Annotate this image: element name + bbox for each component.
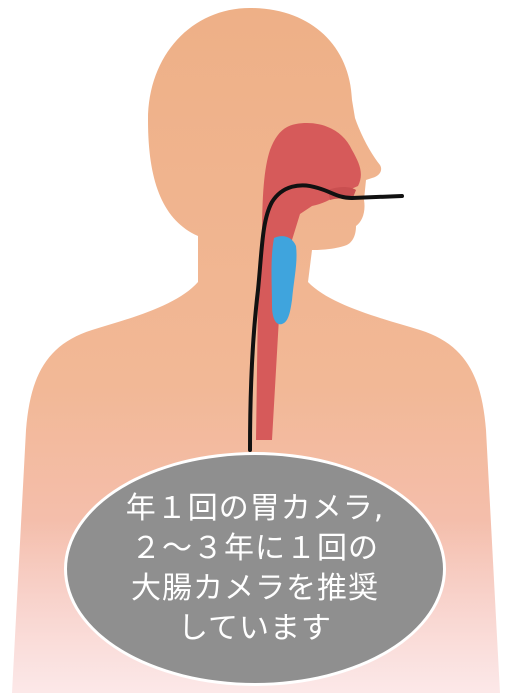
caption-bubble: 年１回の胃カメラ, ２～３年に１回の 大腸カメラを推奨 しています — [64, 452, 446, 686]
caption-line-2: ２～３年に１回の — [131, 529, 379, 569]
caption-line-1: 年１回の胃カメラ, — [126, 489, 385, 529]
caption-line-4: しています — [178, 609, 332, 649]
caption-line-3: 大腸カメラを推奨 — [131, 569, 379, 609]
